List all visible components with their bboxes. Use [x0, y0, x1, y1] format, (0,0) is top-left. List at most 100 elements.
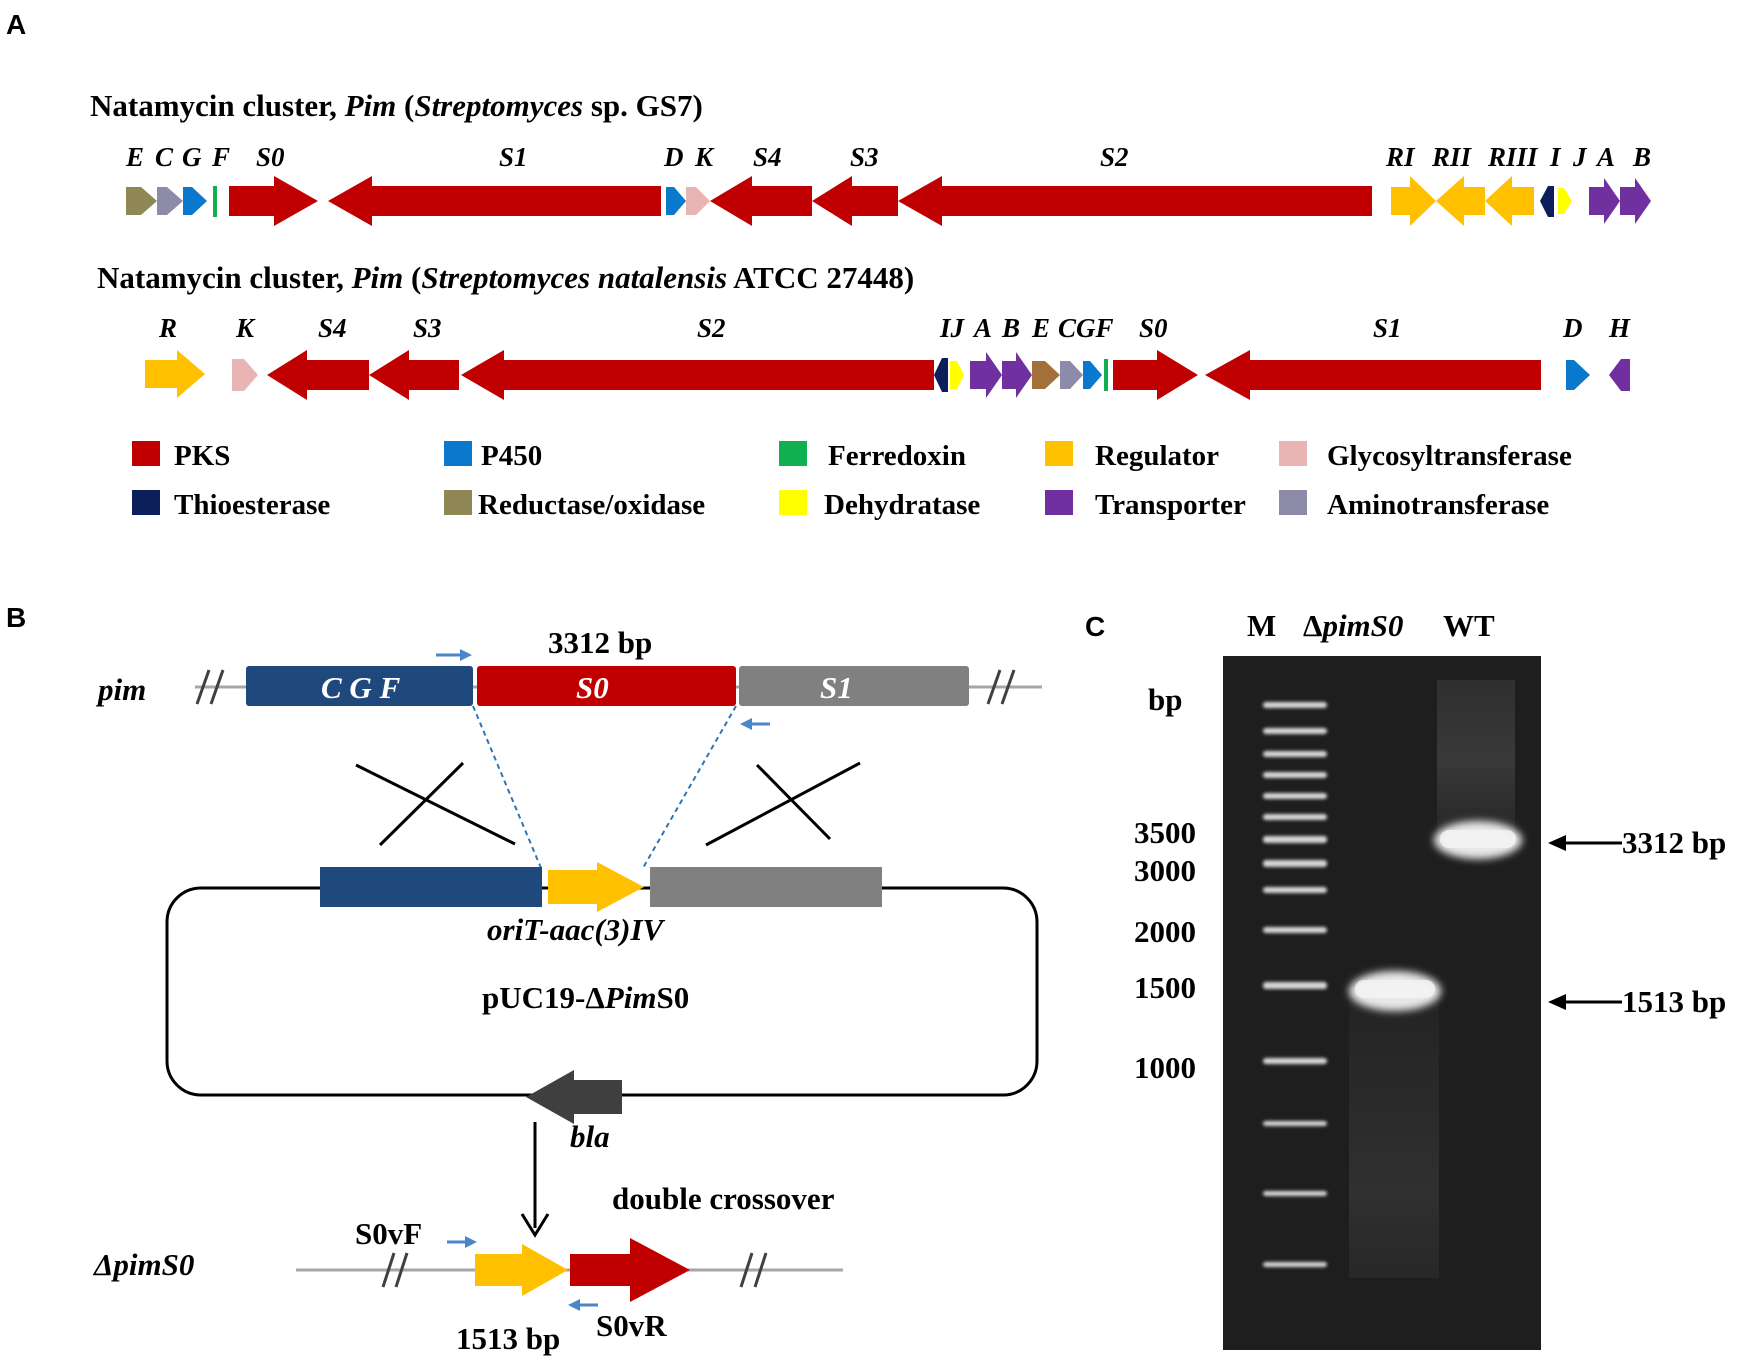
ladder-label-3000: 3000 [1134, 853, 1196, 888]
ladder-band [1263, 1121, 1327, 1126]
ladder-band [1263, 887, 1327, 893]
legend-swatch-reductase [444, 490, 472, 515]
c1-gene-E [126, 187, 157, 215]
legend-label-ferredoxin: Ferredoxin [828, 440, 966, 472]
bla-label: bla [570, 1119, 610, 1154]
primer-forward-head [460, 649, 472, 661]
s0vr-arrow-head [568, 1299, 580, 1311]
c1-label-RIII: RIII [1487, 142, 1539, 172]
wt-lane-smear [1437, 680, 1515, 840]
s1-box-label: S1 [820, 670, 853, 705]
crossover-right-b [755, 763, 832, 841]
ladder-band [1263, 1058, 1327, 1064]
ladder-band [1263, 836, 1327, 843]
c1-label-F: F [211, 142, 230, 172]
c1-gene-F [213, 186, 217, 217]
ladder-band [1263, 1262, 1327, 1267]
wt-band-core [1440, 830, 1516, 848]
c1-gene-RIII [1485, 176, 1534, 226]
break-mark [209, 669, 225, 705]
homology-dash-left [472, 705, 542, 869]
c1-gene-G [183, 187, 207, 215]
mutant-s0-remnant [570, 1238, 690, 1302]
cluster2-gene-labels: R K S4 S3 S2 IJ A B E CGF S0 S1 D H [158, 313, 1631, 343]
ladder-label-1000: 1000 [1134, 1050, 1196, 1085]
c1-gene-K [686, 187, 710, 215]
legend-label-reductase: Reductase/oxidase [478, 489, 705, 521]
homology-dash-right [642, 705, 737, 869]
c1-gene-S0 [229, 176, 318, 226]
plasmid-cgf-arm [320, 867, 542, 907]
c1-gene-A [1589, 178, 1620, 224]
panel-c-letter: C [1085, 611, 1105, 642]
panel-a-letter: A [6, 9, 26, 40]
ladder-band [1263, 982, 1327, 989]
c2-label-CGF: CGF [1058, 313, 1114, 343]
band-label-1513: 1513 bp [1622, 984, 1726, 1019]
plasmid: oriT-aac(3)IV pUC19-ΔPimS0 bla [165, 862, 1039, 1154]
panel-b-letter: B [6, 602, 26, 633]
c2-label-S4: S4 [318, 313, 347, 343]
c1-gene-I [1540, 186, 1554, 217]
c2-label-S3: S3 [413, 313, 442, 343]
c2-label-D: D [1562, 313, 1583, 343]
cluster2-title: Natamycin cluster, Pim (Streptomyces nat… [97, 260, 914, 295]
legend-swatch-ferredoxin [779, 441, 807, 466]
mutant-band-core [1355, 980, 1435, 998]
c1-gene-S4 [710, 176, 812, 226]
cgf-box [246, 666, 473, 706]
c2-label-K: K [235, 313, 256, 343]
c2-gene-G [1083, 361, 1102, 389]
s0-box-label: S0 [576, 670, 609, 705]
down-arrow-head [520, 1213, 550, 1238]
size-3312-top: 3312 bp [548, 625, 652, 660]
c2-gene-A [970, 352, 1002, 398]
c1-gene-D [666, 187, 686, 215]
ladder-band [1263, 793, 1327, 799]
primer-reverse-head [740, 718, 752, 730]
ladder-band [1263, 702, 1327, 708]
c2-label-IJ: IJ [939, 313, 966, 343]
legend-swatch-glyco [1279, 441, 1307, 466]
break-mark [986, 669, 1002, 705]
legend-label-pks: PKS [174, 440, 230, 472]
break-mark [739, 1252, 754, 1288]
c1-gene-RII [1436, 176, 1485, 226]
c1-gene-B [1620, 178, 1651, 224]
c1-gene-S1 [328, 176, 661, 226]
ladder-label-3500: 3500 [1134, 815, 1196, 850]
plasmid-s1-arm [650, 867, 882, 907]
legend-swatch-thioesterase [132, 490, 160, 515]
lane-mutant-label: ΔpimS0 [1303, 608, 1403, 643]
mutant-label: ΔpimS0 [92, 1247, 194, 1282]
c1-label-S3: S3 [850, 142, 879, 172]
s0vf-arrow-head [465, 1236, 477, 1248]
c2-label-S1: S1 [1373, 313, 1402, 343]
mutant-locus [296, 1236, 843, 1311]
cluster1-title: Natamycin cluster, Pim (Streptomyces sp.… [90, 88, 703, 123]
c1-label-K: K [694, 142, 715, 172]
recombination-lines [355, 705, 861, 869]
ladder-band [1263, 728, 1327, 734]
c1-gene-S2 [898, 176, 1372, 226]
pim-locus: C G F S0 S1 [195, 666, 1042, 706]
cluster1-gene-labels: E C G F S0 S1 D K S4 S3 S2 RI RII RIII I… [125, 142, 1651, 172]
c2-label-B: B [1001, 313, 1020, 343]
primer-arrows-top [436, 649, 770, 730]
break-mark [195, 669, 211, 705]
break-mark [381, 1252, 396, 1288]
c1-label-I: I [1549, 142, 1562, 172]
c1-label-A: A [1595, 142, 1615, 172]
c2-label-S0: S0 [1139, 313, 1168, 343]
c1-label-J: J [1572, 142, 1588, 172]
c2-gene-E [1032, 361, 1060, 389]
ladder-label-2000: 2000 [1134, 914, 1196, 949]
lane-m-label: M [1247, 608, 1276, 643]
break-mark [1000, 669, 1016, 705]
c1-gene-RI [1391, 176, 1436, 226]
c2-label-A: A [972, 313, 992, 343]
c1-label-S4: S4 [753, 142, 782, 172]
gel-image [1223, 656, 1541, 1350]
c1-label-D: D [663, 142, 684, 172]
break-mark [394, 1252, 409, 1288]
